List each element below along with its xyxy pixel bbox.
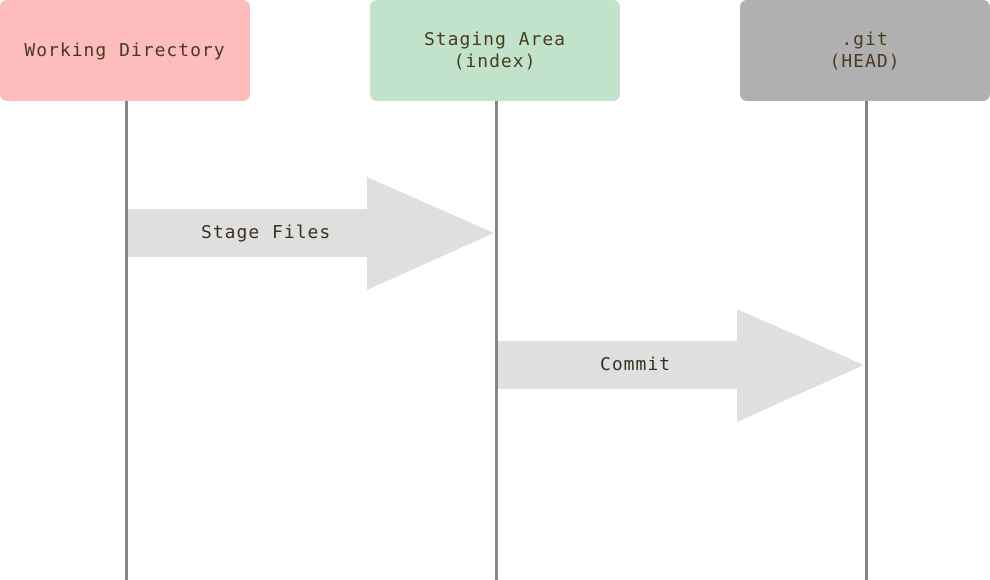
git-box: .git (HEAD) — [740, 0, 990, 101]
commit-label: Commit — [600, 354, 672, 375]
stage-files-label: Stage Files — [201, 222, 332, 243]
git-sublabel: (HEAD) — [829, 50, 901, 72]
stage-files-arrow — [127, 177, 494, 290]
git-label: .git — [841, 28, 889, 50]
staging-area-label: Staging Area — [423, 28, 567, 50]
working-directory-lifeline — [125, 101, 128, 580]
working-directory-label: Working Directory — [24, 39, 226, 61]
staging-area-lifeline — [495, 101, 498, 580]
working-directory-box: Working Directory — [0, 0, 250, 101]
staging-area-box: Staging Area (index) — [370, 0, 620, 101]
commit-arrow — [497, 309, 864, 422]
staging-area-sublabel: (index) — [453, 50, 537, 72]
git-lifeline — [865, 101, 868, 580]
